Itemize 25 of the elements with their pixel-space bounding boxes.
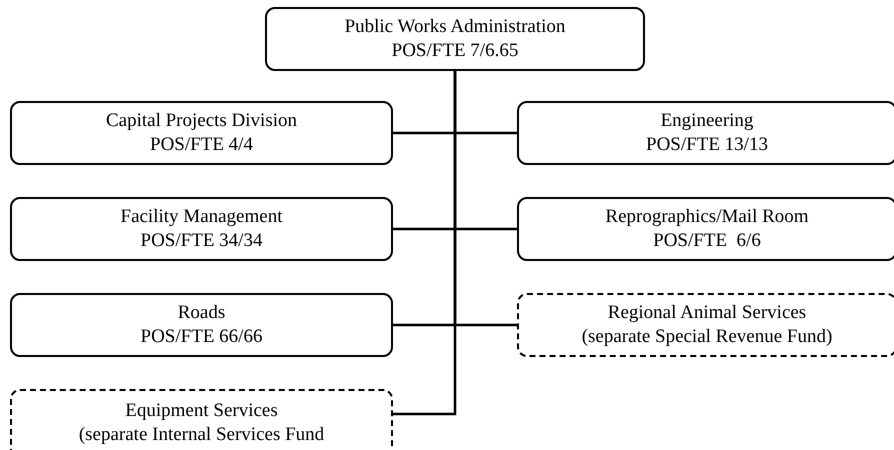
unit-detail: POS/FTE 13/13	[646, 133, 768, 157]
unit-name: Facility Management	[120, 205, 282, 229]
unit-detail: POS/FTE 7/6.65	[392, 39, 518, 63]
dashed-unit-box	[10, 389, 393, 450]
unit-detail: (separate Internal Services Fund	[78, 423, 324, 447]
unit-detail: POS/FTE 6/6	[653, 229, 761, 253]
unit-detail: POS/FTE 66/66	[140, 325, 262, 349]
unit-name: Public Works Administration	[344, 15, 566, 39]
unit-box	[10, 293, 393, 357]
unit-detail: POS/FTE 4/4	[150, 133, 253, 157]
unit-name: Capital Projects Division	[106, 109, 298, 133]
unit-box	[265, 7, 645, 71]
unit-box	[517, 197, 894, 261]
unit-detail: POS/FTE 34/34	[140, 229, 262, 253]
connector-line	[393, 71, 456, 416]
unit-box	[10, 197, 393, 261]
unit-detail: (separate Special Revenue Fund)	[582, 325, 832, 349]
dashed-unit-box	[517, 293, 894, 357]
unit-box	[10, 101, 393, 165]
unit-name: Roads	[178, 301, 226, 325]
unit-name: Reprographics/Mail Room	[605, 205, 809, 229]
unit-box	[517, 101, 894, 165]
unit-name: Engineering	[660, 109, 754, 133]
unit-name: Equipment Services	[125, 399, 278, 423]
unit-name: Regional Animal Services	[608, 301, 806, 325]
